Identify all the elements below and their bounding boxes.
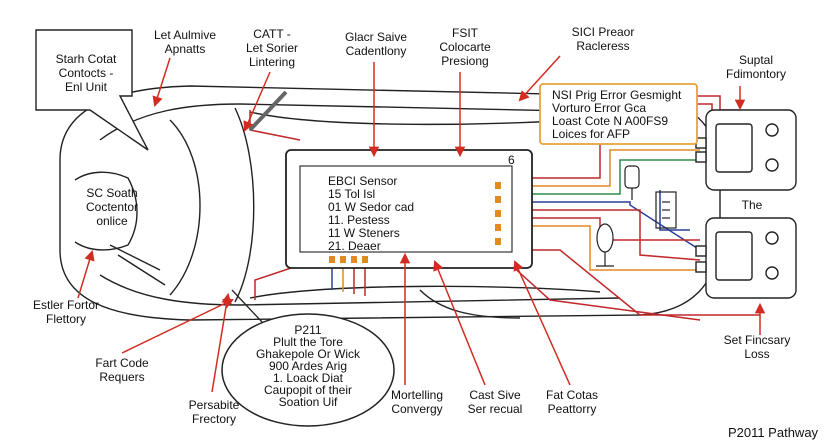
resistor	[655, 191, 677, 229]
error-line-3: Loast Cote N A00FS9	[552, 114, 669, 128]
sensor-upper	[624, 165, 640, 200]
top-left-callout	[35, 29, 149, 151]
label-persabite: Persabite Frectory	[188, 398, 240, 426]
sensor-lower	[596, 223, 614, 267]
label-sc-soath: SC Soath Coctentor onlice	[85, 186, 139, 228]
ecu-line-5: 21. Deaer	[328, 239, 381, 253]
label-fat-cotas: Fat Cotas Peattorry	[545, 388, 599, 416]
ecu-title: EBCI Sensor	[328, 174, 398, 188]
label-sici: SICI Preaor Racleress	[571, 25, 635, 53]
label-the: The	[741, 198, 763, 212]
ecu-module	[285, 149, 533, 269]
top-left-callout-text: Starh Cotat Contocts - Enl Unit	[55, 52, 117, 94]
bottom-callout-bubble	[221, 289, 395, 427]
label-let-aulmive: Let Aulmive Apnatts	[153, 28, 217, 56]
error-line-2: Vorturo Error Gca	[552, 101, 647, 115]
error-line-4: Loices for AFP	[552, 127, 631, 141]
error-line-1: NSI Prig Error Gesmight	[552, 88, 682, 102]
connector-upper	[695, 109, 797, 191]
pointer-arrows	[77, 55, 766, 393]
connector-lower	[695, 217, 797, 299]
ecu-line-3: 11. Pestess	[328, 213, 390, 227]
cable-strap	[248, 90, 288, 132]
label-mortelling: Mortelling Convergy	[390, 388, 444, 416]
label-fart-code: Fart Code Requers	[95, 356, 149, 384]
label-ester: Estler Fortor Flettory	[32, 298, 100, 326]
ecu-corner-mark: 6	[508, 153, 515, 167]
label-suptal: Suptal Fdimontory	[725, 53, 787, 81]
ecu-line-1: 15 Tol Isl	[328, 187, 376, 201]
label-set-fincsary: Set Fincsary Loss	[723, 333, 791, 361]
ecu-line-4: 11 W Steners	[328, 226, 400, 240]
ecu-line-2: 01 W Sedor cad	[328, 200, 415, 214]
bottom-callout-text: P211 Plult the Tore Ghakepole Or Wick 90…	[255, 323, 361, 409]
label-catt: CATT - Let Sorier Lintering	[245, 27, 299, 69]
label-cast-sive: Cast Sive Ser recual	[467, 388, 523, 416]
label-fsit: FSIT Colocarte Presiong	[439, 26, 491, 68]
error-info-box	[539, 83, 698, 145]
label-glacr: Glacr Saive Cadentlony	[344, 30, 408, 58]
footer-title: P2011 Pathway	[727, 425, 819, 440]
